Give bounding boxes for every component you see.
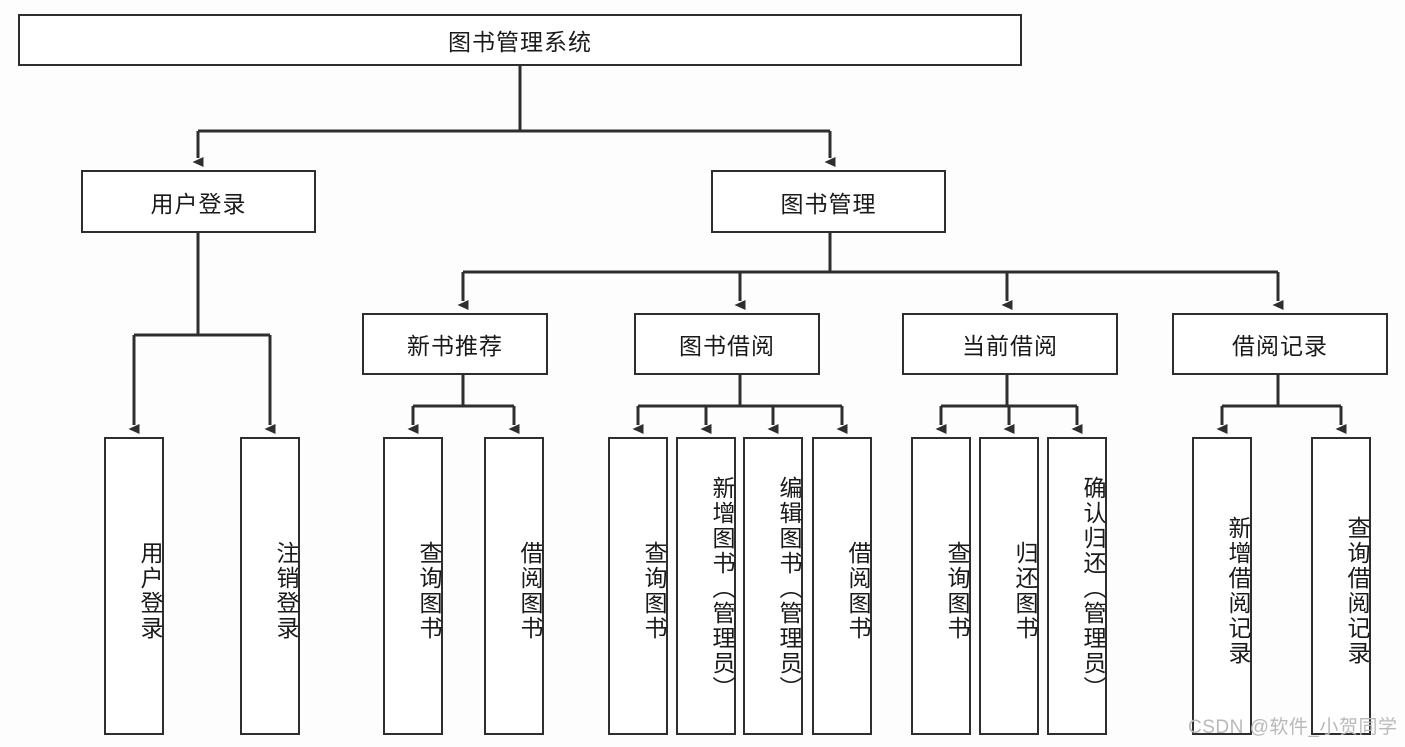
node-label: 编辑图书（管理员） <box>776 475 802 701</box>
node-label: 当前借阅 <box>962 333 1058 359</box>
node-borrowing-record[interactable]: 借阅记录 <box>1172 313 1388 375</box>
leaf-user-login-logout[interactable]: 注销登录 <box>240 437 300 735</box>
node-label: 用户登录 <box>150 190 247 217</box>
leaf-new-book-borrow-books[interactable]: 借阅图书 <box>484 437 544 735</box>
node-new-book-recommendation[interactable]: 新书推荐 <box>362 313 548 375</box>
node-root-book-management-system[interactable]: 图书管理系统 <box>18 14 1022 66</box>
node-label: 查询图书 <box>944 541 970 641</box>
node-label: 归还图书 <box>1012 541 1038 641</box>
csdn-watermark: CSDN @软件_小贺同学 <box>1188 717 1398 738</box>
node-label: 借阅图书 <box>517 541 543 641</box>
node-book-borrowing[interactable]: 图书借阅 <box>634 313 820 375</box>
node-label: 查询图书 <box>641 541 667 641</box>
leaf-book-borrow-add-book-admin[interactable]: 新增图书（管理员） <box>676 437 736 735</box>
leaf-book-borrow-borrow-books[interactable]: 借阅图书 <box>812 437 872 735</box>
node-label: 确认归还（管理员） <box>1080 475 1106 701</box>
leaf-new-book-query-books[interactable]: 查询图书 <box>383 437 443 735</box>
leaf-borrow-record-add-record[interactable]: 新增借阅记录 <box>1192 437 1252 735</box>
node-label: 用户登录 <box>137 541 163 641</box>
leaf-book-borrow-edit-book-admin[interactable]: 编辑图书（管理员） <box>743 437 803 735</box>
node-user-login[interactable]: 用户登录 <box>81 170 316 233</box>
node-label: 注销登录 <box>273 541 299 641</box>
leaf-current-borrow-return-books[interactable]: 归还图书 <box>979 437 1039 735</box>
node-label: 新增借阅记录 <box>1225 516 1251 666</box>
node-current-borrowing[interactable]: 当前借阅 <box>902 313 1118 375</box>
node-label: 图书管理系统 <box>448 29 592 55</box>
leaf-current-borrow-confirm-return-admin[interactable]: 确认归还（管理员） <box>1047 437 1107 735</box>
node-label: 查询图书 <box>416 541 442 641</box>
leaf-user-login-login[interactable]: 用户登录 <box>104 437 164 735</box>
leaf-borrow-record-query-record[interactable]: 查询借阅记录 <box>1311 437 1371 735</box>
node-label: 新增图书（管理员） <box>709 475 735 701</box>
leaf-book-borrow-query-books[interactable]: 查询图书 <box>608 437 668 735</box>
node-label: 图书管理 <box>780 190 877 217</box>
node-label: 借阅记录 <box>1232 333 1328 359</box>
leaf-current-borrow-query-books[interactable]: 查询图书 <box>911 437 971 735</box>
node-label: 查询借阅记录 <box>1344 516 1370 666</box>
node-book-management[interactable]: 图书管理 <box>711 170 946 233</box>
node-label: 新书推荐 <box>407 333 503 359</box>
node-label: 借阅图书 <box>845 541 871 641</box>
node-label: 图书借阅 <box>679 333 775 359</box>
